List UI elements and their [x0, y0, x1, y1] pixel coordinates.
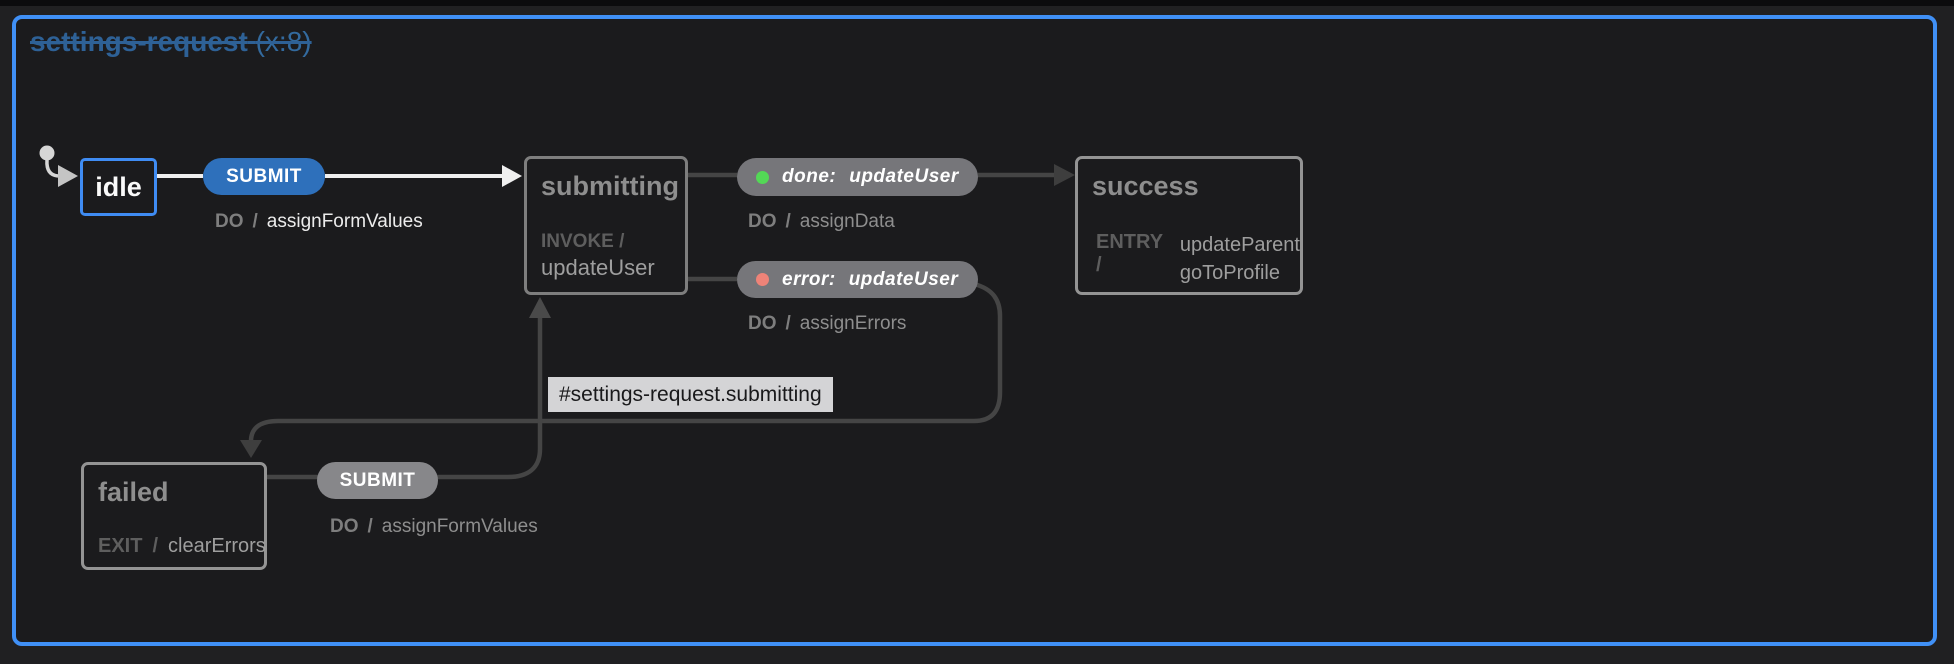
- event-type-label: error:: [782, 268, 836, 290]
- invoke-slash: /: [619, 231, 625, 252]
- transition-target-label: #settings-request.submitting: [548, 377, 833, 412]
- do-slash: /: [785, 313, 791, 334]
- exit-action: clearErrors: [168, 535, 266, 557]
- invoke-keyword: INVOKE: [541, 231, 614, 252]
- state-idle-label: idle: [95, 171, 142, 202]
- done-status-dot-icon: [756, 170, 769, 184]
- action-row-failed-submit: DO / assignFormValues: [330, 516, 538, 538]
- entry-row: ENTRY / updateParent goToProfile: [1096, 231, 1300, 287]
- do-action: assignFormValues: [381, 516, 538, 537]
- action-row-idle-submit: DO / assignFormValues: [215, 211, 423, 233]
- do-keyword: DO: [330, 516, 359, 537]
- state-node-failed[interactable]: failed EXIT / clearErrors: [81, 462, 267, 570]
- event-label: SUBMIT: [226, 165, 302, 187]
- action-row-error: DO / assignErrors: [748, 313, 906, 335]
- entry-actions: updateParent goToProfile: [1180, 231, 1300, 287]
- machine-container[interactable]: [12, 15, 1937, 646]
- entry-action: goToProfile: [1179, 262, 1280, 284]
- state-node-submitting[interactable]: submitting INVOKE / updateUser: [524, 156, 688, 295]
- error-status-dot-icon: [756, 273, 769, 286]
- entry-keyword: ENTRY: [1096, 231, 1164, 253]
- event-pill-done-updateuser[interactable]: done: updateUser: [737, 158, 978, 196]
- exit-row: EXIT / clearErrors: [98, 535, 266, 558]
- machine-title-text: settings-request: [30, 26, 248, 57]
- do-slash: /: [252, 211, 258, 232]
- state-success-label: success: [1092, 171, 1199, 201]
- invoke-row: INVOKE /: [541, 231, 624, 253]
- event-source-label: updateUser: [849, 166, 959, 187]
- entry-action: updateParent: [1179, 234, 1300, 256]
- do-slash: /: [367, 516, 373, 537]
- event-pill-error-updateuser[interactable]: error: updateUser: [737, 261, 978, 298]
- do-slash: /: [785, 211, 791, 232]
- event-source-label: updateUser: [848, 268, 959, 290]
- exit-keyword: EXIT: [98, 535, 143, 557]
- window-top-edge: [0, 0, 1954, 6]
- exit-slash: /: [152, 535, 159, 557]
- event-type-label: done:: [782, 166, 837, 187]
- invoke-source: updateUser: [541, 255, 655, 280]
- do-keyword: DO: [748, 211, 777, 232]
- action-row-done: DO / assignData: [748, 211, 895, 233]
- event-pill-submit-idle[interactable]: SUBMIT: [203, 158, 325, 195]
- do-action: assignData: [799, 211, 895, 232]
- event-label: SUBMIT: [339, 469, 416, 491]
- do-action: assignErrors: [799, 313, 907, 334]
- do-action: assignFormValues: [266, 211, 423, 232]
- state-submitting-label: submitting: [541, 171, 679, 201]
- do-keyword: DO: [748, 313, 777, 334]
- machine-title[interactable]: settings-request (x:8): [30, 26, 312, 58]
- entry-slash: /: [1096, 254, 1102, 276]
- state-node-success[interactable]: success ENTRY / updateParent goToProfile: [1075, 156, 1303, 295]
- event-pill-submit-failed[interactable]: SUBMIT: [317, 462, 438, 499]
- do-keyword: DO: [215, 211, 244, 232]
- state-node-idle[interactable]: idle: [80, 158, 157, 216]
- state-failed-label: failed: [98, 477, 169, 507]
- machine-instance-count: (x:8): [255, 26, 312, 57]
